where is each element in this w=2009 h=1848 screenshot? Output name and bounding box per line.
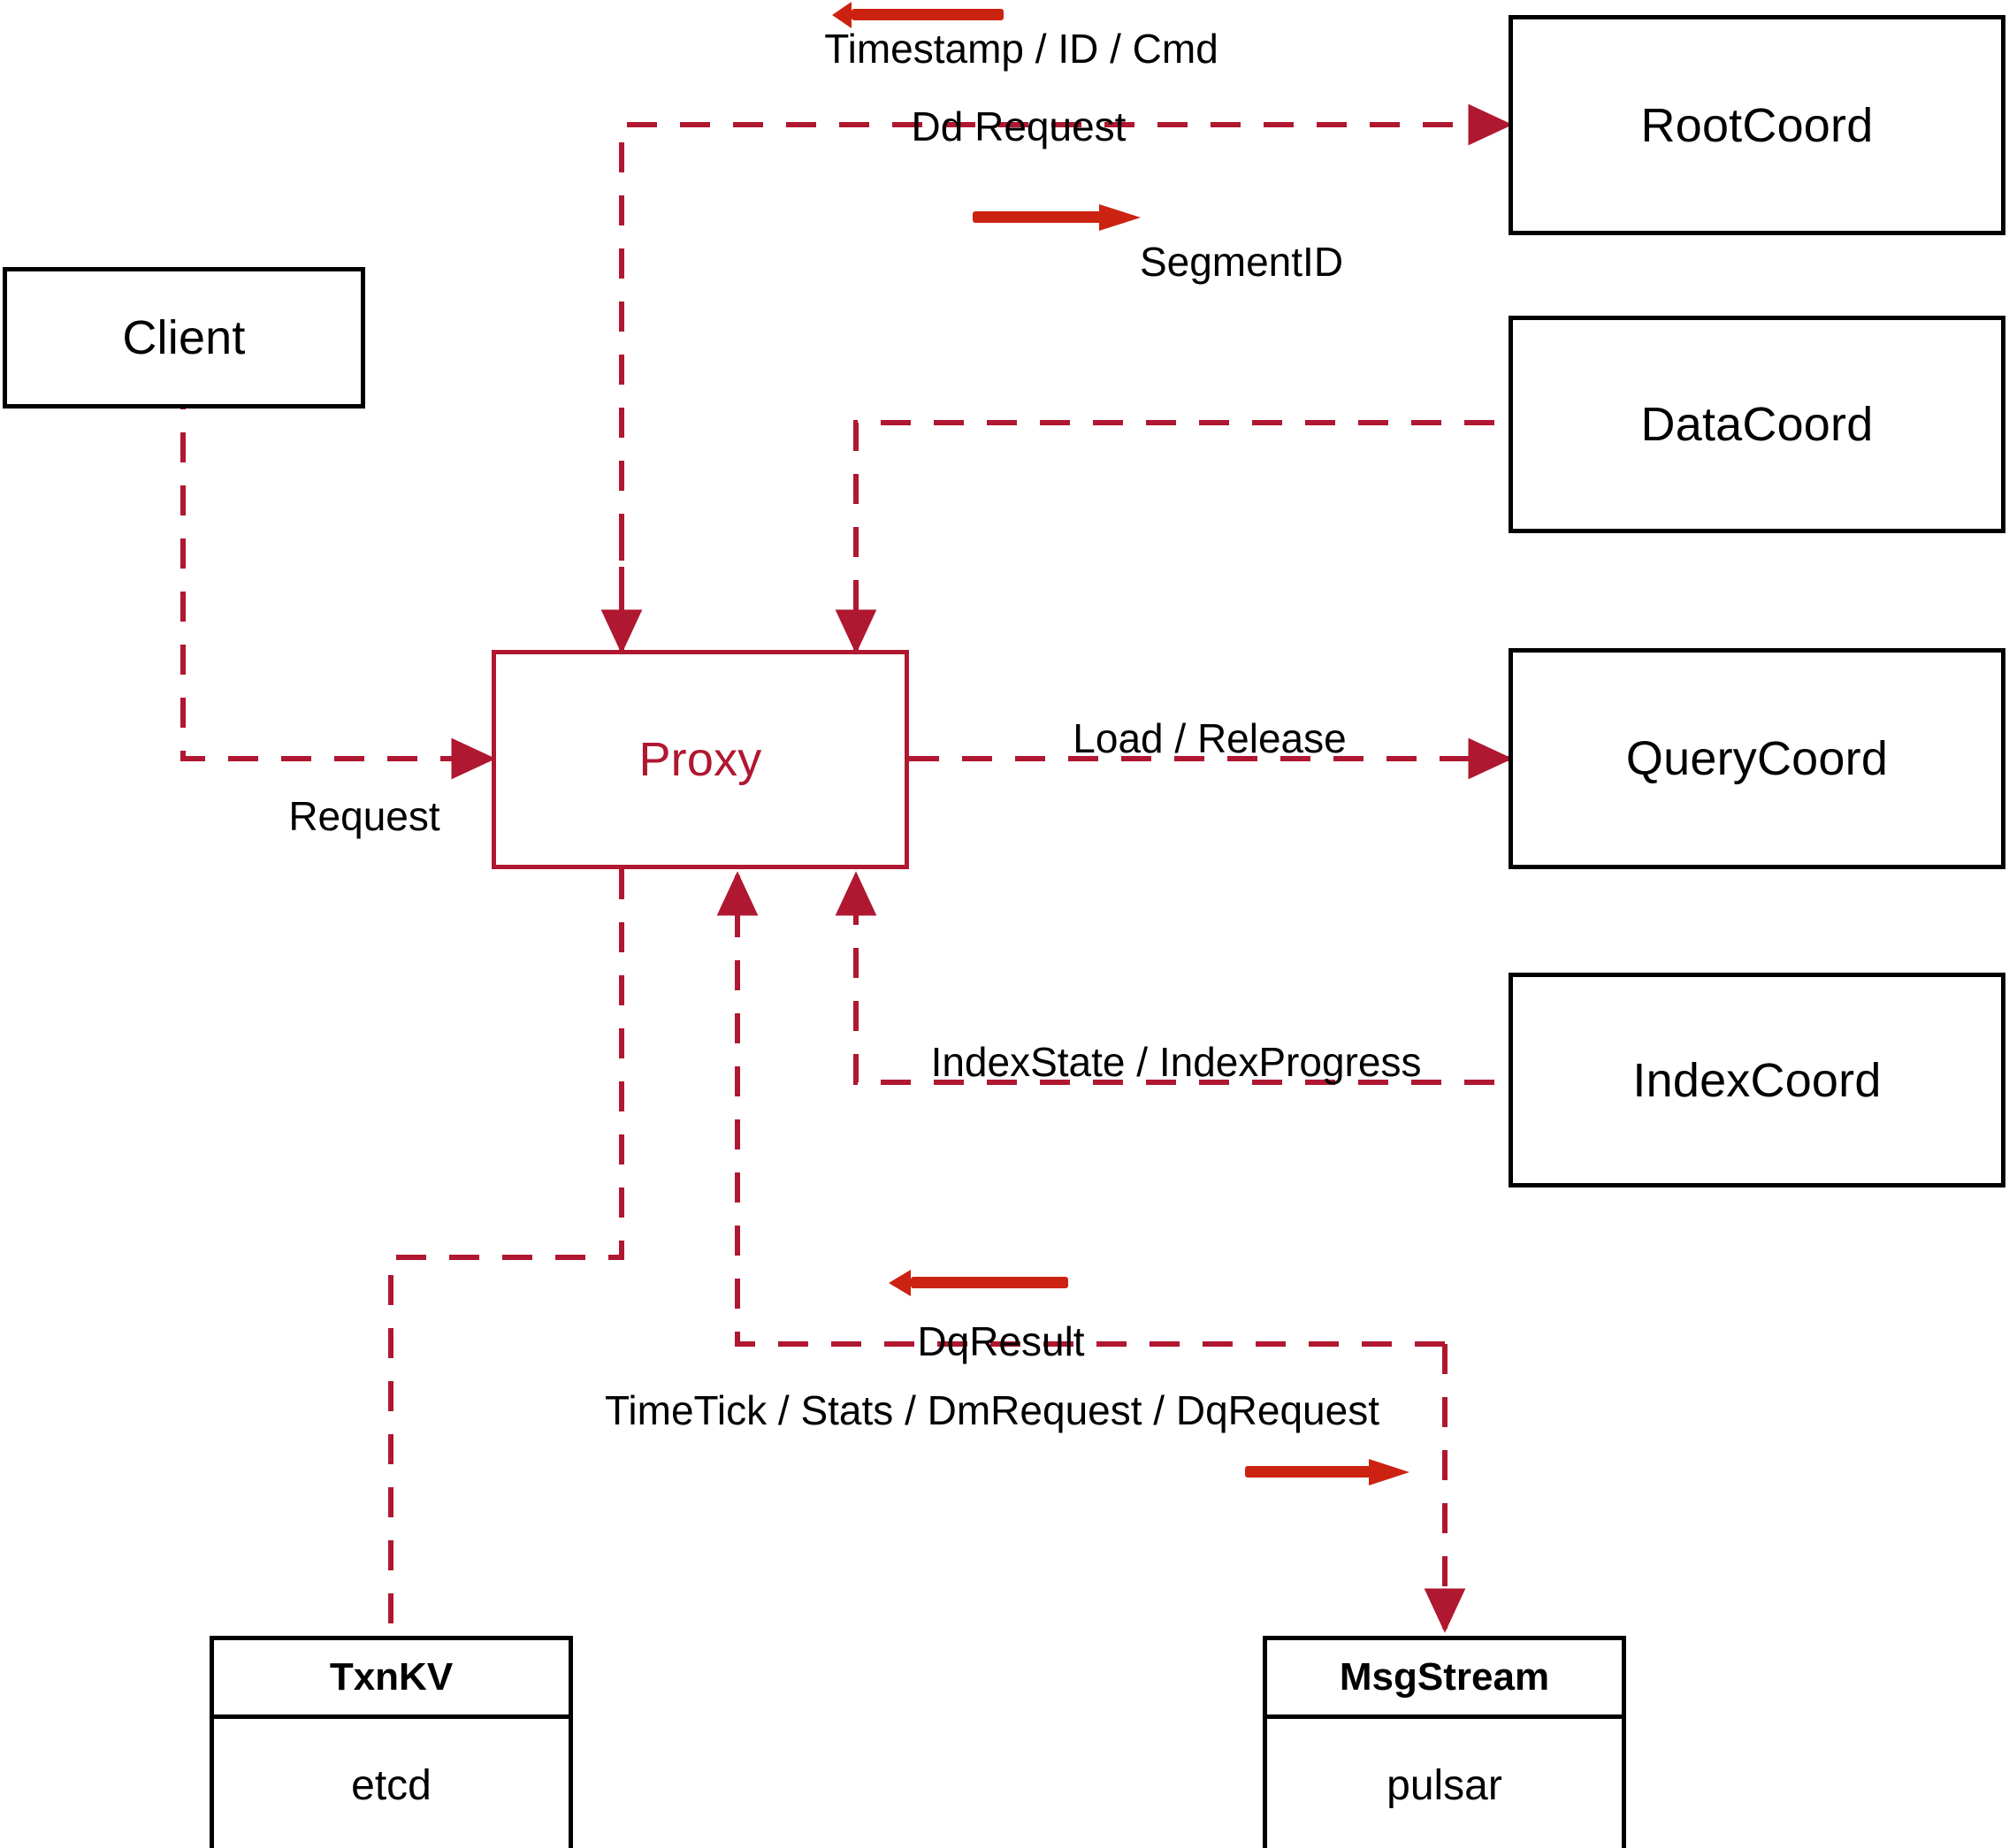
node-indexcoord[interactable]: IndexCoord bbox=[1509, 973, 2005, 1187]
edge-datacoord-proxy bbox=[835, 420, 1494, 654]
node-datacoord[interactable]: DataCoord bbox=[1509, 316, 2005, 533]
node-msgstream[interactable]: MsgStream pulsar bbox=[1263, 1636, 1626, 1848]
decor-arrow-group bbox=[832, 2, 1409, 1485]
node-client[interactable]: Client bbox=[3, 267, 365, 409]
node-proxy[interactable]: Proxy bbox=[492, 650, 909, 869]
node-txnkv-title: TxnKV bbox=[329, 1655, 454, 1699]
node-txnkv-body: etcd bbox=[214, 1719, 569, 1848]
edge-label-index-state-progress: IndexState / IndexProgress bbox=[930, 1039, 1422, 1085]
node-client-label: Client bbox=[122, 311, 246, 364]
edge-label-segment-id: SegmentID bbox=[1139, 239, 1344, 285]
node-rootcoord[interactable]: RootCoord bbox=[1509, 15, 2005, 235]
edge-label-timetick-stats: TimeTick / Stats / DmRequest / DqRequest bbox=[605, 1387, 1379, 1433]
edge-client-proxy bbox=[180, 379, 496, 780]
edge-label-dq-result: DqResult bbox=[917, 1318, 1085, 1364]
node-txnkv-header: TxnKV bbox=[214, 1640, 569, 1719]
node-msgstream-impl: pulsar bbox=[1386, 1762, 1502, 1809]
node-rootcoord-label: RootCoord bbox=[1640, 98, 1874, 152]
node-proxy-label: Proxy bbox=[638, 733, 762, 786]
edge-label-timestamp-id-cmd: Timestamp / ID / Cmd bbox=[824, 26, 1218, 72]
node-msgstream-body: pulsar bbox=[1267, 1719, 1622, 1848]
node-indexcoord-label: IndexCoord bbox=[1632, 1053, 1882, 1107]
edge-label-request: Request bbox=[288, 793, 440, 839]
node-datacoord-label: DataCoord bbox=[1640, 398, 1874, 451]
decor-arrow-timetick bbox=[1245, 1459, 1409, 1485]
node-txnkv-impl: etcd bbox=[351, 1762, 432, 1809]
edge-label-dd-request: Dd Request bbox=[911, 103, 1127, 149]
edge-indexcoord-proxy bbox=[835, 871, 1494, 1085]
node-msgstream-header: MsgStream bbox=[1267, 1640, 1622, 1719]
node-txnkv[interactable]: TxnKV etcd bbox=[210, 1636, 573, 1848]
node-querycoord-label: QueryCoord bbox=[1625, 732, 1889, 785]
edge-proxy-txnkv bbox=[388, 869, 624, 1636]
edge-proxy-rootcoord bbox=[619, 103, 1513, 650]
node-querycoord[interactable]: QueryCoord bbox=[1509, 648, 2005, 869]
decor-arrow-dqresult bbox=[889, 1270, 1068, 1296]
edge-msgstream-proxy bbox=[716, 871, 1445, 1347]
decor-arrow-timestamp bbox=[832, 2, 1004, 28]
edge-label-load-release: Load / Release bbox=[1073, 715, 1347, 761]
decor-arrow-dd-request bbox=[973, 204, 1141, 231]
node-msgstream-title: MsgStream bbox=[1339, 1655, 1550, 1699]
